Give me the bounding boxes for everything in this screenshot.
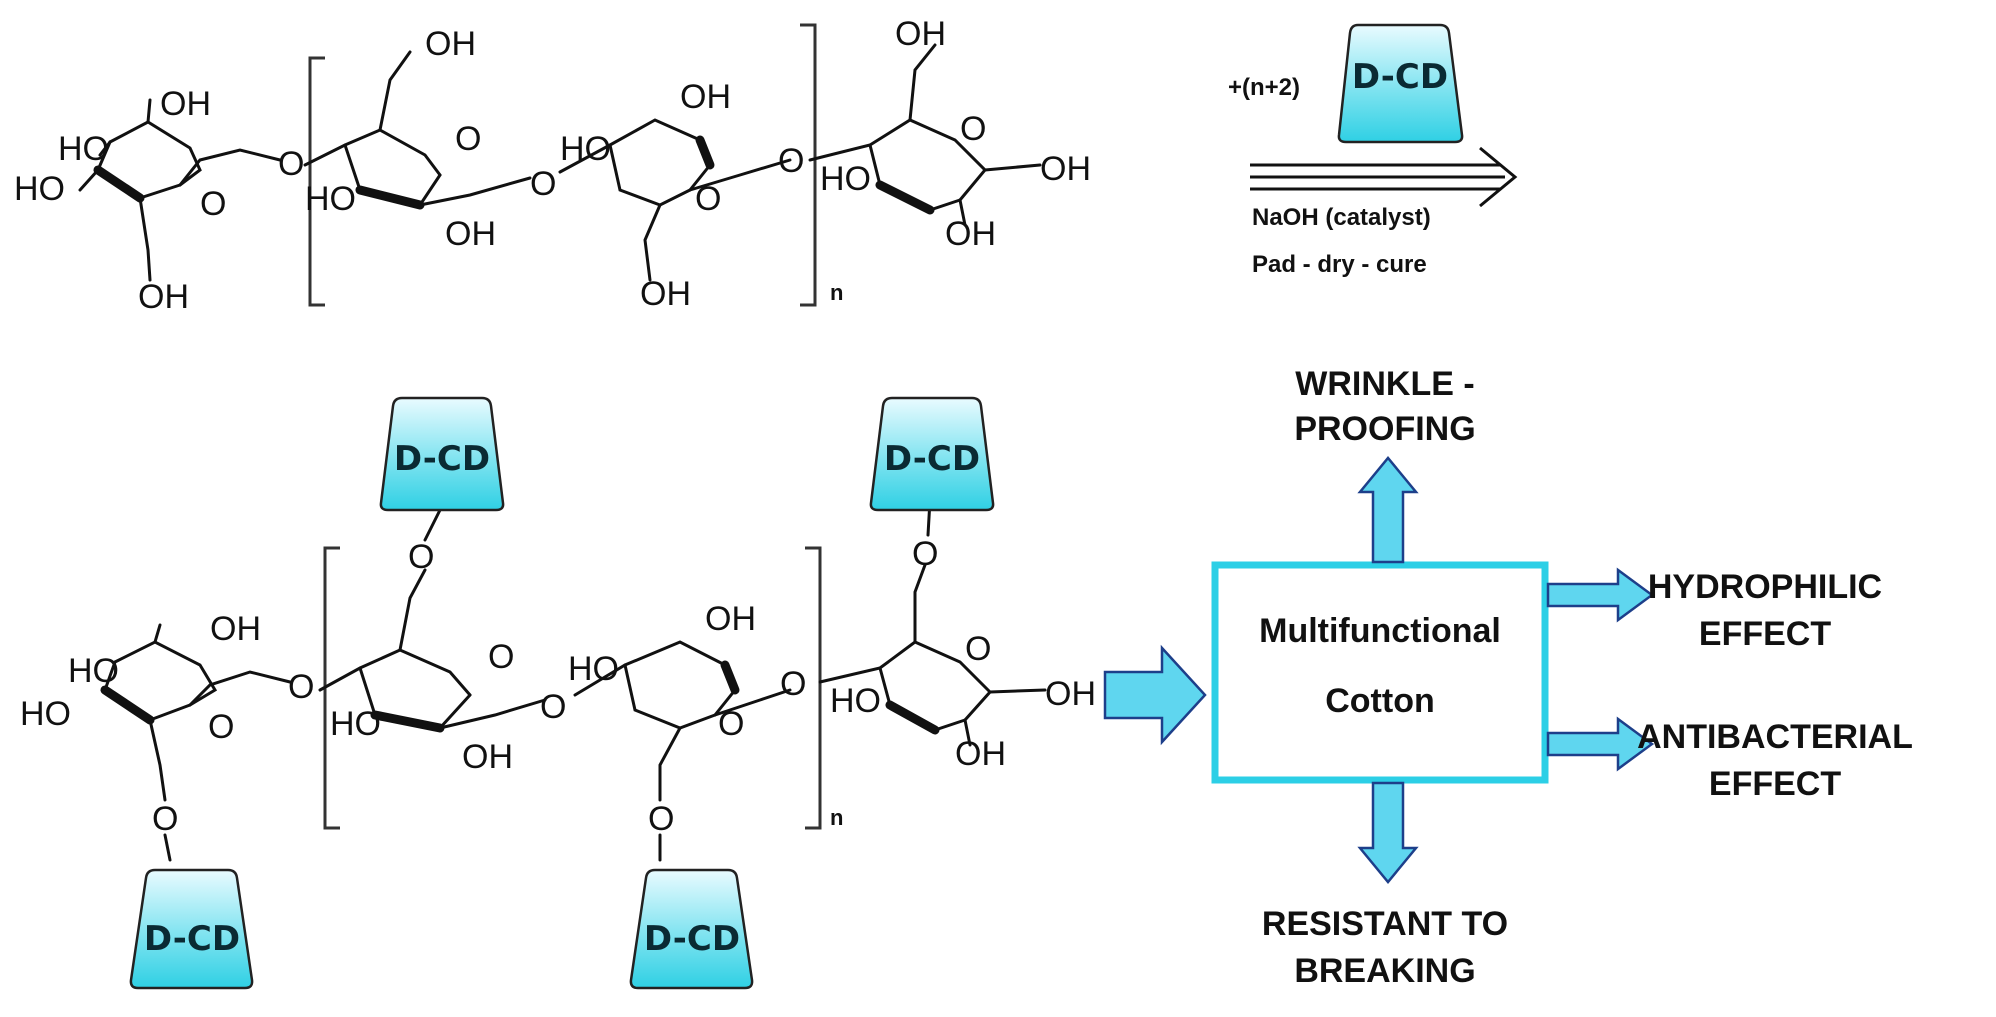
glycosidic-oxygen: O xyxy=(288,668,314,706)
arrow-right-bottom xyxy=(1546,716,1655,772)
product-to-cotton-arrow xyxy=(1103,644,1207,746)
box-line-1: Multifunctional xyxy=(1259,612,1501,650)
ring-oxygen: O xyxy=(455,120,481,158)
glycosidic-oxygen: O xyxy=(778,142,804,180)
glycosidic-oxygen: O xyxy=(530,165,556,203)
oh-label: OH xyxy=(1040,150,1091,188)
cd-label: D-CD xyxy=(884,439,980,479)
oh-label: OH xyxy=(138,278,189,316)
product-ring-1: OH HO HO O O O xyxy=(20,610,314,862)
oh-label: OH xyxy=(160,85,211,123)
effect-top-line-1: WRINKLE - xyxy=(1295,365,1474,403)
glycosidic-oxygen: O xyxy=(780,665,806,703)
repeat-bracket-left xyxy=(323,546,340,830)
ho-label: HO xyxy=(820,160,871,198)
oh-label: OH xyxy=(425,25,476,63)
cd-label: D-CD xyxy=(1352,57,1448,97)
repeat-bracket-left xyxy=(308,56,325,307)
cd-label: D-CD xyxy=(394,439,490,479)
ho-label: HO xyxy=(68,652,119,690)
oh-label: OH xyxy=(210,610,261,648)
arrow-down xyxy=(1357,781,1419,884)
effect-right2-line-2: EFFECT xyxy=(1709,765,1841,803)
oh-label: OH xyxy=(462,738,513,776)
repeat-bracket-right xyxy=(805,546,822,830)
process-label: Pad - dry - cure xyxy=(1252,251,1427,278)
ring-oxygen: O xyxy=(208,708,234,746)
reagent-coefficient: +(n+2) xyxy=(1228,74,1300,101)
ring-oxygen: O xyxy=(200,185,226,223)
catalyst-label: NaOH (catalyst) xyxy=(1252,204,1431,231)
ho-label: HO xyxy=(568,650,619,688)
repeat-index: n xyxy=(830,805,843,830)
effect-wrinkle-proofing: WRINKLE - PROOFING xyxy=(1294,365,1475,448)
cyclodextrin-reagent: D-CD xyxy=(1337,23,1464,144)
ho-label: HO xyxy=(830,682,881,720)
repeat-index: n xyxy=(830,280,843,305)
arrow-right-top xyxy=(1546,567,1655,623)
glycosidic-oxygen: O xyxy=(540,688,566,726)
oh-label: OH xyxy=(640,275,691,313)
arrow-up xyxy=(1357,456,1419,564)
glucose-ring-2: OH HO O OH O xyxy=(303,25,556,253)
oh-label: OH xyxy=(945,215,996,253)
product-ring-3: OH HO O O O xyxy=(568,600,806,862)
ring-oxygen: O xyxy=(965,630,991,668)
reaction-arrow xyxy=(1250,146,1518,208)
reaction-conditions: +(n+2) D-CD NaOH (catalyst) Pad - dry - … xyxy=(1228,23,1518,278)
effect-antibacterial: ANTIBACTERIAL EFFECT xyxy=(1637,718,1913,803)
effect-resistant-to-breaking: RESISTANT TO BREAKING xyxy=(1262,905,1508,990)
effect-right1-line-2: EFFECT xyxy=(1699,615,1831,653)
oh-label: OH xyxy=(705,600,756,638)
effect-bottom-line-1: RESISTANT TO xyxy=(1262,905,1508,943)
ring-oxygen: O xyxy=(695,180,721,218)
ether-oxygen: O xyxy=(408,538,434,576)
glucose-ring-1: OH HO HO O OH O xyxy=(14,85,304,316)
ether-oxygen: O xyxy=(912,535,938,573)
ether-oxygen: O xyxy=(648,800,674,838)
ring-oxygen: O xyxy=(960,110,986,148)
cellulose-reactant: OH HO HO O OH O OH HO O OH O xyxy=(14,15,1091,316)
box-line-2: Cotton xyxy=(1325,682,1435,720)
glucose-ring-4: OH O HO OH OH xyxy=(808,15,1091,253)
ho-label: HO xyxy=(58,130,109,168)
cd-unit-bottom-left: D-CD xyxy=(129,868,254,990)
oh-label: OH xyxy=(1045,675,1096,713)
cd-label: D-CD xyxy=(144,919,240,959)
ring-oxygen: O xyxy=(488,638,514,676)
cd-label: D-CD xyxy=(644,919,740,959)
effect-right1-line-1: HYDROPHILIC xyxy=(1648,568,1882,606)
cd-unit-bottom-middle: D-CD xyxy=(629,868,754,990)
modified-cellulose-product: OH HO HO O O O O O HO OH O xyxy=(20,396,1096,990)
ho-label: HO xyxy=(330,705,381,743)
multifunctional-cotton-box: Multifunctional Cotton xyxy=(1211,561,1549,784)
ho-label: HO xyxy=(14,170,65,208)
cd-unit-top-left: D-CD xyxy=(379,396,505,512)
glucose-ring-3: OH HO O OH O xyxy=(558,78,804,313)
effect-top-line-2: PROOFING xyxy=(1294,410,1475,448)
oh-label: OH xyxy=(680,78,731,116)
oh-label: OH xyxy=(445,215,496,253)
effect-hydrophilic: HYDROPHILIC EFFECT xyxy=(1648,568,1882,653)
oh-label: OH xyxy=(955,735,1006,773)
ether-oxygen: O xyxy=(152,800,178,838)
oh-label: OH xyxy=(895,15,946,53)
repeat-bracket-right xyxy=(800,23,817,307)
ho-label: HO xyxy=(305,180,356,218)
glycosidic-oxygen: O xyxy=(278,145,304,183)
ring-oxygen: O xyxy=(718,705,744,743)
effect-bottom-line-2: BREAKING xyxy=(1294,952,1475,990)
effect-right2-line-1: ANTIBACTERIAL xyxy=(1637,718,1913,756)
product-ring-4: O O HO OH OH xyxy=(818,498,1096,773)
ho-label: HO xyxy=(20,695,71,733)
ho-label: HO xyxy=(560,130,611,168)
product-ring-2: O O HO OH O xyxy=(318,508,566,776)
cd-unit-top-right: D-CD xyxy=(869,396,995,512)
